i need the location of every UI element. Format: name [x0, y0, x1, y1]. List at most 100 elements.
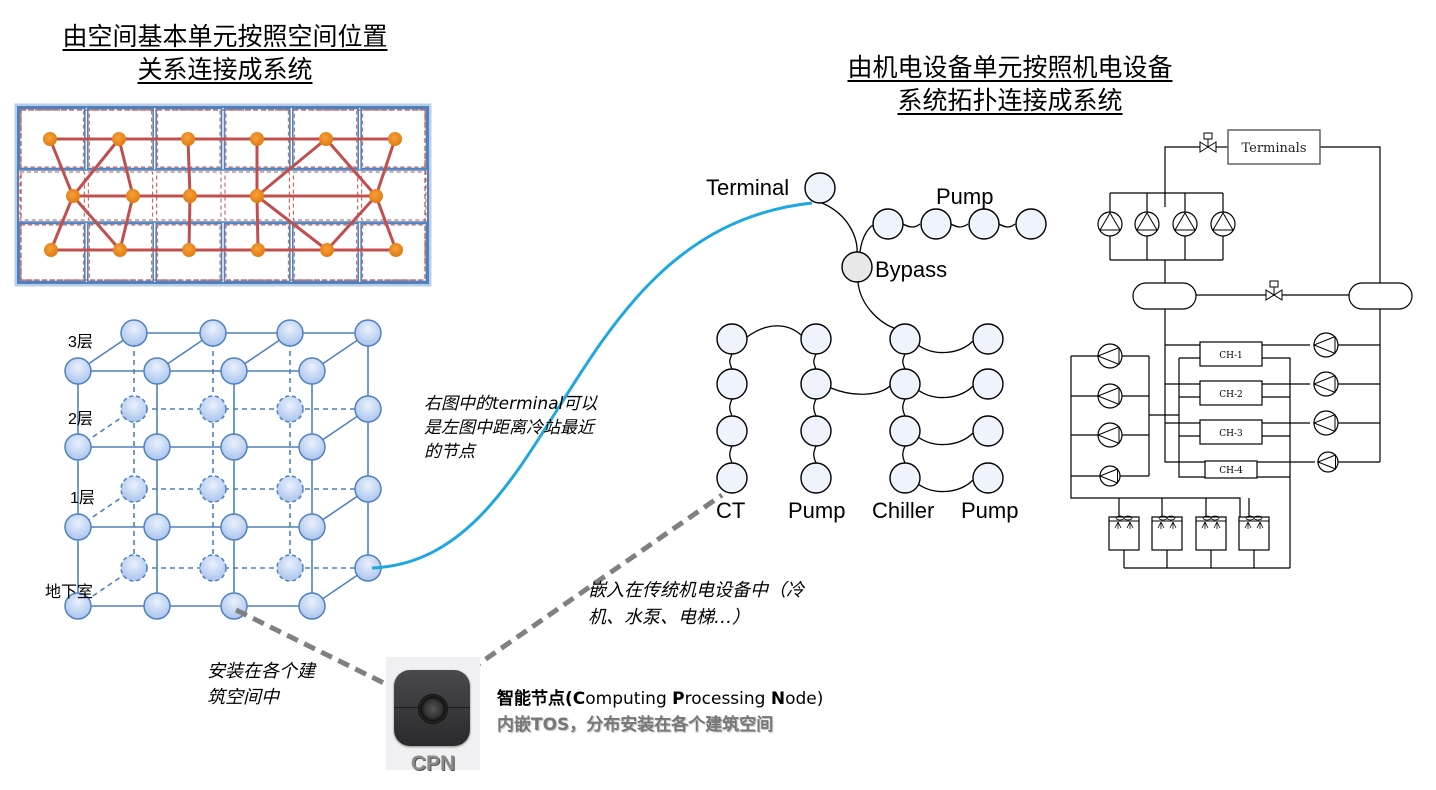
- topo-node: [800, 323, 832, 355]
- spray-icon: [1201, 521, 1221, 529]
- floor-plan-room-dashed: [20, 224, 84, 281]
- floor-plan-edge: [187, 195, 192, 251]
- floor-plan-node: [251, 243, 265, 257]
- grid-front-node: [143, 513, 171, 541]
- topo-label-pump-2: Pump: [961, 498, 1019, 523]
- grid-front-node: [143, 592, 171, 620]
- floor-plan-room: [360, 222, 428, 283]
- cpn-link-space: [234, 607, 400, 693]
- schematic-ct-supply: [1070, 356, 1241, 517]
- floor-plan-node: [389, 243, 403, 257]
- terminal-note-line1: 右图中的terminal可以: [424, 394, 598, 414]
- topo-edge: [902, 223, 921, 228]
- left-title-line1: 由空间基本单元按照空间位置: [62, 22, 388, 51]
- embedded-note-line2: 机、水泵、电梯…）: [588, 607, 750, 628]
- pump-icon-triangle: [1312, 374, 1336, 394]
- cpn-device-lens: [418, 694, 448, 724]
- topo-node: [972, 323, 1004, 355]
- topo-edge: [729, 353, 733, 370]
- topo-edge: [998, 223, 1016, 228]
- cpn-title-ode: ode): [785, 689, 824, 709]
- schematic-supply-pipe: [1164, 146, 1200, 207]
- topo-edge: [902, 445, 906, 464]
- floor-plan-room: [87, 222, 154, 283]
- fan-icon: [1166, 515, 1176, 521]
- chiller-box-3: [1199, 419, 1263, 445]
- grid-front-node: [298, 592, 326, 620]
- floor-plan-room-dashed: [293, 224, 358, 281]
- right-title-line1: 由机电设备单元按照机电设备: [847, 53, 1173, 82]
- floor-plan-node: [250, 132, 264, 146]
- topo-node: [716, 323, 748, 355]
- grid-back-node: [354, 395, 382, 423]
- floor-plan-edge: [374, 138, 397, 197]
- floor-plan-node: [182, 243, 196, 257]
- topo-label-terminal: Terminal: [706, 175, 790, 200]
- floor-plan-node: [319, 132, 333, 146]
- floor-plan-node: [66, 189, 80, 203]
- topo-node: [889, 462, 921, 494]
- grid-back-node: [120, 395, 148, 423]
- floor-plan-dashed-outline: [20, 109, 426, 281]
- topo-node: [800, 462, 832, 494]
- floor-plan-room: [18, 222, 86, 283]
- floor-plan-edge: [117, 138, 135, 197]
- fan-icon: [1210, 515, 1220, 521]
- floor-label-basement: 地下室: [45, 584, 94, 601]
- topo-edge: [902, 353, 906, 370]
- topo-node: [716, 368, 748, 400]
- pump-icon: [1134, 211, 1160, 237]
- chiller-box-4: [1204, 460, 1258, 479]
- pump-icon-triangle: [1312, 413, 1336, 433]
- install-note-line2: 筑空间中: [207, 687, 279, 708]
- grid-back-node: [276, 395, 304, 423]
- pump-icon-triangle: [1096, 425, 1120, 445]
- cpn-title-prefix: 智能节点(: [497, 689, 573, 709]
- schematic-return-pipe: [1320, 146, 1381, 283]
- floor-plan-edge: [256, 194, 328, 252]
- topo-edge: [729, 398, 733, 417]
- floor-plan-node: [320, 243, 334, 257]
- topo-edge: [917, 340, 974, 354]
- grid-back-node: [276, 554, 304, 582]
- floor-plan-edge: [256, 137, 327, 198]
- terminal-link: [371, 201, 813, 570]
- floor-plan-node: [113, 243, 127, 257]
- pump-icon-triangle: [1212, 212, 1234, 231]
- floor-plan: [14, 103, 432, 287]
- grid-front-node: [220, 513, 248, 541]
- pump-icon-triangle: [1136, 212, 1158, 231]
- grid-back-node: [276, 475, 304, 503]
- topo-edge: [729, 445, 733, 464]
- topo-edge: [821, 202, 858, 253]
- floor-plan-room-dashed: [20, 109, 84, 168]
- pump-icon: [1172, 211, 1198, 237]
- floor-label-3: 3层: [68, 334, 93, 351]
- cpn-title-omputing: omputing: [585, 689, 673, 709]
- cooling-tower-icon: [1238, 516, 1270, 551]
- topo-node: [716, 415, 748, 447]
- pump-icon: [1210, 211, 1236, 237]
- topo-label-ct: CT: [716, 498, 746, 523]
- cpn-link-equipment: [468, 492, 724, 673]
- cooling-tower-icon: [1195, 516, 1227, 551]
- topo-edge: [917, 479, 974, 493]
- floor-plan-edge: [118, 195, 135, 251]
- floor-plan-node: [250, 189, 264, 203]
- topo-node: [800, 415, 832, 447]
- grid-back-node: [354, 475, 382, 503]
- spray-icon: [1157, 521, 1177, 529]
- chiller-box-1: [1199, 341, 1263, 367]
- schematic-pipe: [1178, 358, 1205, 478]
- floor-plan-outer-glow: [14, 103, 432, 287]
- terminal-note: 右图中的terminal可以 是左图中距离冷站最近 的节点: [424, 392, 597, 464]
- floor-plan-node: [43, 132, 57, 146]
- left-title-line2: 关系连接成系统: [137, 55, 313, 84]
- topo-node-pump-top: [968, 208, 1000, 240]
- topo-edge: [950, 223, 969, 228]
- floor-plan-edge: [49, 195, 75, 251]
- grid-front-node: [298, 513, 326, 541]
- cpn-device-image: CPN: [386, 657, 480, 775]
- floor-plan-edge: [374, 195, 398, 251]
